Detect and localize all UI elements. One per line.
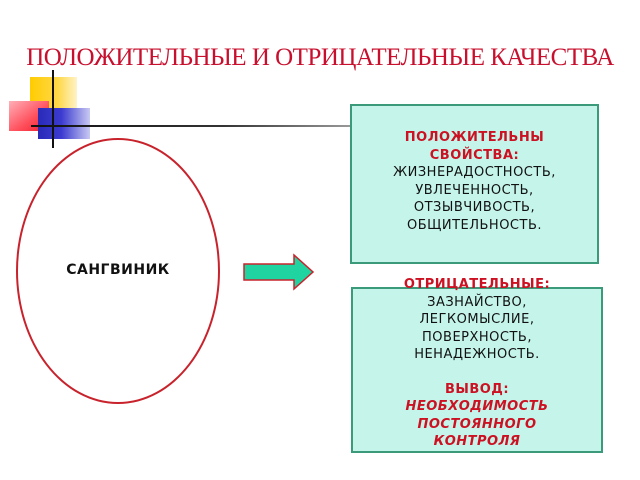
positive-traits-text: ПОЛОЖИТЕЛЬНЫ СВОЙСТВА: ЖИЗНЕРАДОСТНОСТЬ,… xyxy=(350,129,599,234)
negative-item: ЗАЗНАЙСТВО, xyxy=(427,294,527,310)
conclusion-line: ПОСТОЯННОГО xyxy=(417,416,537,432)
negative-heading: ОТРИЦАТЕЛЬНЫЕ: xyxy=(403,277,551,292)
positive-item: УВЛЕЧЕННОСТЬ, xyxy=(415,182,534,198)
positive-heading-line1: ПОЛОЖИТЕЛЬНЫ xyxy=(404,130,545,145)
positive-item: ОТЗЫВЧИВОСТЬ, xyxy=(413,200,536,215)
negative-item: ПОВЕРХНОСТЬ, xyxy=(422,329,532,345)
positive-traits-box xyxy=(350,104,599,264)
negative-traits-text: ОТРИЦАТЕЛЬНЫЕ: ЗАЗНАЙСТВО, ЛЕГКОМЫСЛИЕ, … xyxy=(351,276,603,451)
arrow-right-icon xyxy=(243,253,315,291)
negative-item: ЛЕГКОМЫСЛИЕ, xyxy=(419,312,535,327)
positive-heading-line2: СВОЙСТВА: xyxy=(429,147,520,163)
negative-traits-box xyxy=(351,287,603,453)
positive-item: ЖИЗНЕРАДОСТНОСТЬ, xyxy=(393,165,556,180)
decor-blue-square xyxy=(38,108,90,139)
decor-horizontal-line xyxy=(31,125,351,127)
decor-vertical-line xyxy=(52,70,54,148)
conclusion-line: КОНТРОЛЯ xyxy=(433,434,521,449)
negative-item: НЕНАДЕЖНОСТЬ. xyxy=(414,347,540,362)
conclusion-heading: ВЫВОД: xyxy=(444,381,510,397)
temperament-ellipse xyxy=(16,138,220,404)
slide-title: ПОЛОЖИТЕЛЬНЫЕ И ОТРИЦАТЕЛЬНЫЕ КАЧЕСТВА xyxy=(26,44,614,71)
temperament-label: САНГВИНИК xyxy=(66,262,170,278)
positive-item: ОБЩИТЕЛЬНОСТЬ. xyxy=(406,217,543,233)
conclusion-line: НЕОБХОДИМОСТЬ xyxy=(405,399,549,414)
